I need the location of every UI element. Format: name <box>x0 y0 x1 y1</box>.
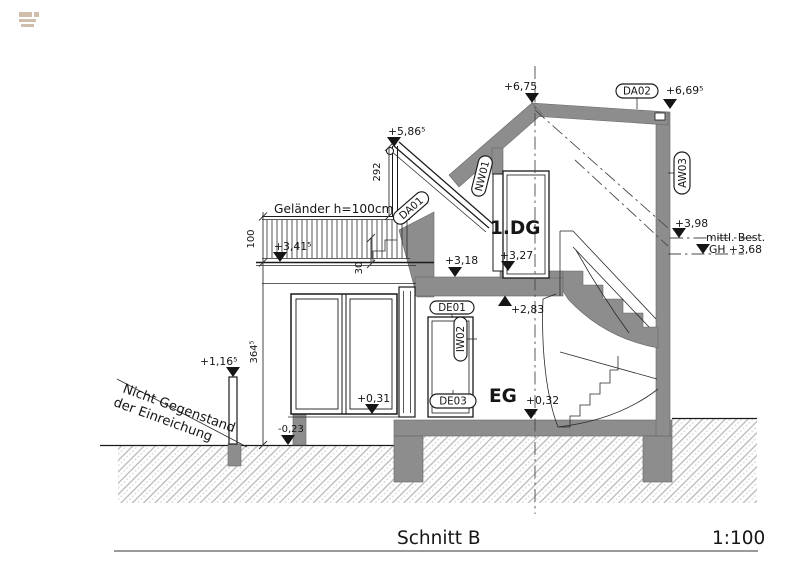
existing-roof-line-2 <box>574 159 669 247</box>
svg-text:+1,16⁵: +1,16⁵ <box>200 355 237 368</box>
upper-floor-slab <box>414 276 564 297</box>
marker-wall-left: +1,16⁵ <box>200 355 240 377</box>
eg-floor-slab <box>393 419 673 437</box>
svg-text:AW03: AW03 <box>677 158 689 188</box>
svg-text:DE01: DE01 <box>438 302 466 314</box>
title-block: Schnitt B 1:100 <box>114 528 765 552</box>
eave-detail <box>654 112 666 121</box>
sheet-title: Schnitt B <box>397 528 481 549</box>
marker-ground: -0,23 <box>278 424 304 445</box>
existing-note-2: GH +3,68 <box>709 243 762 256</box>
svg-text:IW02: IW02 <box>455 326 467 352</box>
exterior-wall-right <box>655 111 671 437</box>
dormer-cheek <box>398 211 435 298</box>
footing-left <box>393 435 424 483</box>
railing-balusters <box>266 220 408 258</box>
structure-cut <box>398 102 671 437</box>
marker-sill-eg: +0,31 <box>357 392 390 414</box>
svg-text:+6,75: +6,75 <box>504 80 537 93</box>
dormer-glazing <box>386 141 494 233</box>
left-auxiliary-wall: Nicht Gegenstand der Einreichung <box>111 376 248 448</box>
level-markers: +6,75 +6,69⁵ +5,86⁵ +3,98 mittl. Best. G… <box>200 80 765 445</box>
marker-existing: +3,98 mittl. Best. GH +3,68 <box>672 217 765 256</box>
svg-text:+3,18: +3,18 <box>445 254 478 267</box>
dimension-chain-left: 100 364⁵ <box>246 212 268 450</box>
dormer-point <box>386 147 394 155</box>
tag-aw03: AW03 <box>668 151 691 195</box>
svg-text:+2,83: +2,83 <box>511 303 544 316</box>
marker-ridge: +6,75 <box>504 80 539 103</box>
tag-nw01: NW01 <box>471 155 493 197</box>
door-panel-right <box>349 298 393 410</box>
svg-text:+0,31: +0,31 <box>357 392 390 405</box>
footing-right <box>642 435 673 483</box>
stair-spiral <box>542 230 659 428</box>
loggia-wall-head <box>491 147 504 175</box>
door-pocket <box>398 286 416 418</box>
room-label-upper: 1.DG <box>490 218 540 239</box>
exclusion-leader <box>116 378 248 448</box>
terrace-pier <box>227 443 242 467</box>
tag-da02: DA02 <box>615 83 659 109</box>
marker-floor-eg: +0,32 <box>524 394 559 419</box>
loggia-wall <box>492 170 550 279</box>
svg-text:DA02: DA02 <box>623 86 651 98</box>
door-panel-left <box>295 298 339 410</box>
dimension-dormer: 292 <box>372 142 394 221</box>
existing-note-1: mittl. Best. <box>706 231 765 244</box>
marker-ceiling-eg: +2,83 <box>498 295 544 316</box>
svg-text:+3,41⁵: +3,41⁵ <box>274 240 311 253</box>
svg-text:DE03: DE03 <box>439 396 467 408</box>
tag-de03: DE03 <box>429 390 477 409</box>
reference-lines <box>534 66 758 514</box>
marker-floor-upper: +3,18 <box>445 254 478 277</box>
roof-right <box>531 102 669 126</box>
roof-left <box>448 102 543 188</box>
dim-step: 30 <box>354 262 365 275</box>
dimension-step: 30 <box>354 233 397 275</box>
terrace-railing <box>256 215 434 266</box>
svg-text:+0,32: +0,32 <box>526 394 559 407</box>
stair-flight <box>562 270 659 349</box>
svg-text:+3,98: +3,98 <box>675 217 708 230</box>
office-logo <box>19 12 39 27</box>
dim-dormer: 292 <box>372 162 383 181</box>
sheet-scale: 1:100 <box>712 528 765 549</box>
svg-text:+5,86⁵: +5,86⁵ <box>388 125 425 138</box>
tag-de01: DE01 <box>429 300 475 318</box>
railing-note: Geländer h=100cm <box>274 202 393 216</box>
dim-railing-height: 100 <box>246 229 257 248</box>
svg-text:-0,23: -0,23 <box>278 424 304 435</box>
marker-eave-right: +6,69⁵ <box>663 84 703 109</box>
marker-dormer-top: +5,86⁵ <box>387 125 425 147</box>
tag-iw02: IW02 <box>453 316 477 362</box>
dim-storey-height: 364⁵ <box>249 340 260 363</box>
earth-hatch <box>100 417 757 503</box>
foundation <box>227 412 673 483</box>
eg-glass-door <box>262 283 416 418</box>
svg-text:+6,69⁵: +6,69⁵ <box>666 84 703 97</box>
existing-roof-line-1 <box>534 109 669 229</box>
svg-text:+3,27: +3,27 <box>500 249 533 262</box>
room-label-ground: EG <box>489 386 517 407</box>
marker-loggia: +3,27 <box>500 249 533 271</box>
marker-terrace: +3,41⁵ <box>273 240 311 262</box>
